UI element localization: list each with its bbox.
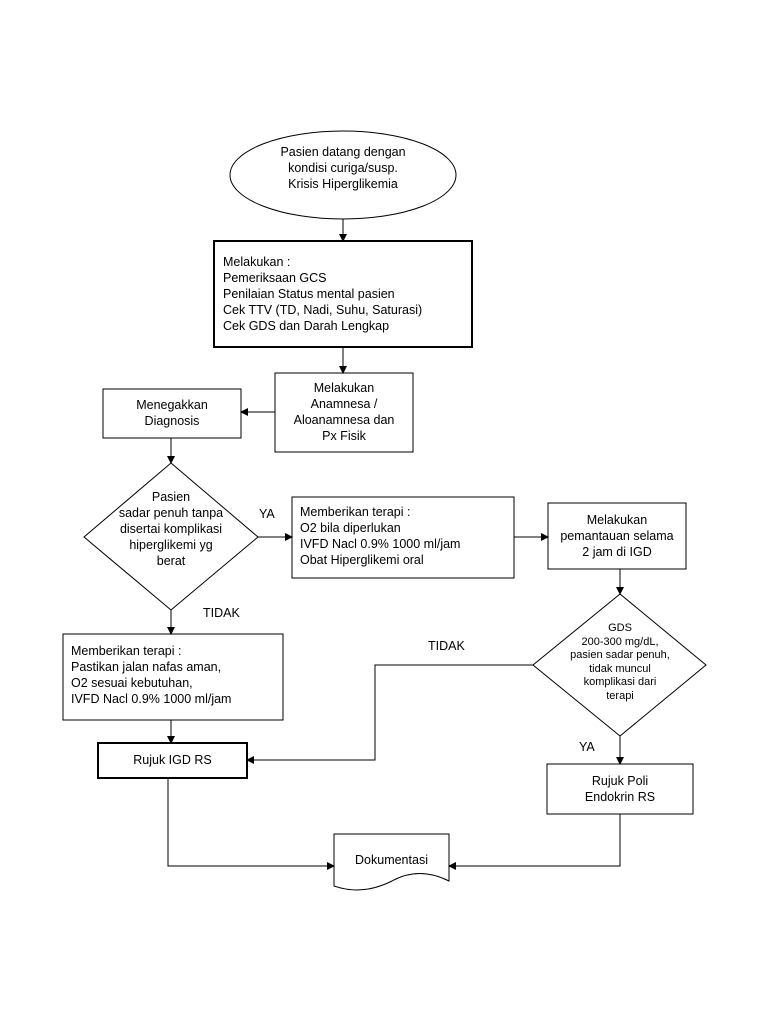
assessment-box-shape — [213, 240, 473, 348]
refer-poli-box-shape — [546, 763, 694, 815]
documentation-document-shape — [333, 833, 450, 891]
anamnesis-node-text: Melakukan Anamnesa / Aloanamnesa dan Px … — [293, 381, 395, 443]
branch-label-tidak-decision1: TIDAK — [203, 606, 240, 620]
refer-igd-node-text: Rujuk IGD RS — [133, 753, 212, 767]
diagnosis-node-text: Menegakkan Diagnosis — [136, 398, 208, 428]
start-node-text: Pasien datang dengan kondisi curiga/susp… — [280, 145, 406, 191]
arrow-decision2-no — [246, 664, 533, 764]
therapy-oral-box-shape — [291, 496, 515, 579]
therapy-iv-box-shape — [62, 633, 284, 721]
branch-label-ya-decision1: YA — [259, 507, 275, 521]
branch-label-ya-decision2: YA — [579, 740, 595, 754]
diagnosis-box-shape — [102, 388, 242, 439]
arrow-refer-poli-to-documentation — [448, 814, 621, 870]
monitoring-node-text: Melakukan pemantauan selama 2 jam di IGD — [560, 513, 674, 559]
arrow-refer-igd-to-documentation — [167, 778, 335, 870]
refer-poli-node-text: Rujuk Poli Endokrin RS — [584, 774, 656, 804]
assessment-node-text: Melakukan : Pemeriksaan GCS Penilaian St… — [223, 255, 423, 333]
therapy-iv-node-text: Memberikan terapi : Pastikan jalan nafas… — [71, 644, 232, 706]
therapy-oral-node-text: Memberikan terapi : O2 bila diperlukan I… — [300, 505, 461, 567]
decision2-node-text: GDS 200-300 mg/dL, pasien sadar penuh, t… — [570, 622, 670, 702]
branch-label-tidak-decision2: TIDAK — [428, 639, 465, 653]
decision1-node-text: Pasien sadar penuh tanpa disertai kompli… — [118, 490, 224, 568]
documentation-node-text: Dokumentasi — [355, 853, 428, 867]
monitoring-box-shape — [547, 502, 687, 570]
